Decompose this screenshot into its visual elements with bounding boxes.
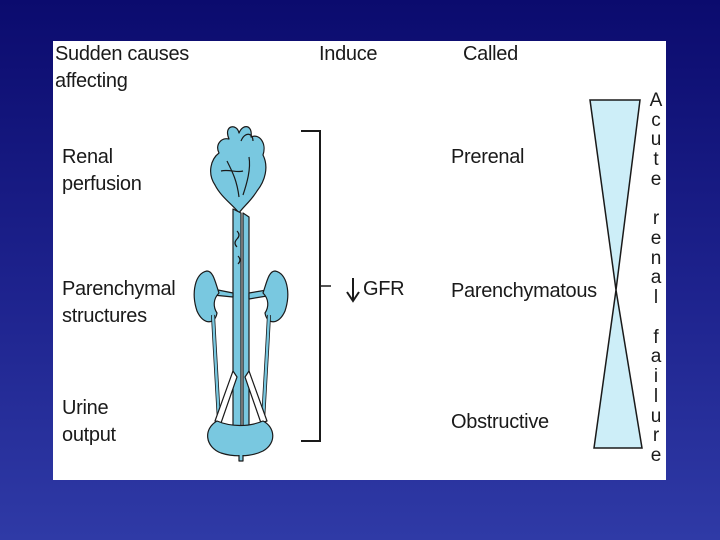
vertical-label-letter: a <box>650 267 662 289</box>
vertical-label-letter: r <box>652 208 660 230</box>
induce-bracket <box>301 130 331 442</box>
slide-panel: Sudden causes affecting Induce Called Re… <box>53 41 666 480</box>
hourglass-shape <box>589 99 643 449</box>
vertical-label-letter: l <box>653 385 659 407</box>
left-kidney-icon <box>193 270 220 323</box>
bladder-icon <box>207 420 274 457</box>
vertical-label-letter: u <box>650 129 662 151</box>
cause-renal-perfusion: Renal perfusion <box>62 146 142 195</box>
vertical-label-letter: a <box>650 346 662 368</box>
gfr-text: GFR <box>363 278 405 300</box>
vena-cava-shape <box>242 212 250 427</box>
header-induce: Induce <box>319 43 378 65</box>
right-kidney-icon <box>262 270 289 323</box>
called-obstructive: Obstructive <box>451 411 549 433</box>
vertical-label-letter: c <box>651 109 661 131</box>
vertical-label-gap <box>653 310 658 325</box>
called-parenchymatous: Parenchymatous <box>451 280 597 302</box>
vertical-label-letter: t <box>653 149 659 171</box>
vertical-label-letter: e <box>650 228 662 250</box>
header-causes: Sudden causes affecting <box>55 43 189 92</box>
vertical-label-letter: u <box>650 405 662 427</box>
vertical-label-letter: e <box>650 444 662 466</box>
vertical-label-letter: e <box>650 168 662 190</box>
urinary-system-illustration <box>193 126 289 462</box>
aorta-shape <box>232 208 242 427</box>
called-prerenal: Prerenal <box>451 146 525 168</box>
vertical-label-letter: i <box>653 366 659 388</box>
down-arrow-icon <box>346 277 360 303</box>
vertical-label-letter: A <box>649 90 663 111</box>
cause-parenchymal-structures: Parenchymal structures <box>62 278 176 327</box>
vertical-label-letter: r <box>652 425 660 447</box>
cause-urine-output: Urine output <box>62 397 116 446</box>
heart-icon <box>210 126 267 214</box>
vertical-label-letter: l <box>653 287 659 309</box>
gfr-label: GFR <box>346 276 405 303</box>
vertical-label-gap <box>653 192 658 207</box>
header-called: Called <box>463 43 518 65</box>
vertical-label-letter: n <box>650 247 662 269</box>
vertical-label-letter: f <box>653 326 659 348</box>
